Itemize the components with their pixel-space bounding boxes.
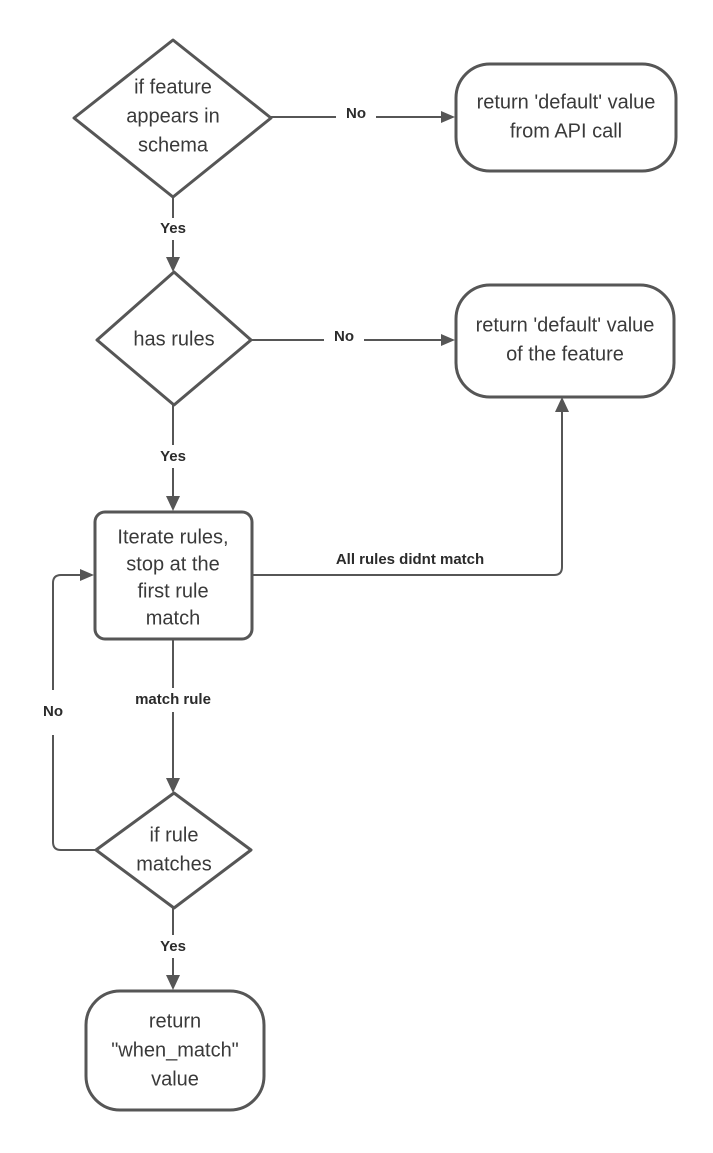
edge-schema-no: No	[271, 105, 455, 123]
terminal-default-from-api-line-1: return 'default' value	[477, 91, 656, 113]
edge-match-rule-arrowhead	[166, 778, 180, 793]
edge-has-rules-yes-arrowhead	[166, 496, 180, 511]
edge-has-rules-yes: Yes	[160, 405, 186, 511]
node-terminal-default-from-api[interactable]: return 'default' value from API call	[454, 62, 678, 173]
process-iterate-rules-shape[interactable]	[93, 510, 254, 641]
edge-label-match-rule: match rule	[135, 691, 211, 708]
node-process-iterate-rules[interactable]: Iterate rules, stop at the first rule ma…	[93, 510, 254, 641]
edge-match-rule: match rule	[135, 639, 211, 793]
process-iterate-rules-line-1: Iterate rules,	[117, 526, 228, 548]
terminal-default-of-feature-shape[interactable]	[454, 283, 676, 399]
decision-feature-in-schema-line-3: schema	[138, 134, 209, 156]
edge-label-all-rules-didnt-match: All rules didnt match	[336, 551, 484, 568]
edge-label-has-rules-no: No	[334, 328, 354, 345]
edge-label-schema-no: No	[346, 105, 366, 122]
decision-if-rule-matches-line-2: matches	[136, 853, 212, 875]
edge-rule-no-loop-upper	[52, 574, 84, 690]
process-iterate-rules-line-2: stop at the	[126, 553, 219, 575]
process-iterate-rules-line-4: match	[146, 607, 200, 629]
decision-has-rules-line-1: has rules	[133, 328, 214, 350]
terminal-default-from-api-shape[interactable]	[454, 62, 678, 173]
edge-label-rule-yes: Yes	[160, 938, 186, 955]
decision-feature-in-schema-line-1: if feature	[134, 76, 212, 98]
terminal-default-of-feature-line-2: of the feature	[506, 343, 624, 365]
edge-rule-no-loop-arrowhead	[80, 569, 94, 581]
terminal-when-match-value-line-3: value	[151, 1068, 199, 1090]
process-iterate-rules-line-3: first rule	[137, 580, 208, 602]
decision-if-rule-matches-line-1: if rule	[150, 824, 199, 846]
decision-feature-in-schema-line-2: appears in	[126, 105, 219, 127]
edge-schema-yes: Yes	[160, 197, 186, 272]
edge-schema-no-arrowhead	[441, 111, 455, 123]
edge-label-schema-yes: Yes	[160, 220, 186, 237]
edge-schema-yes-arrowhead	[166, 257, 180, 272]
edge-has-rules-no-arrowhead	[441, 334, 455, 346]
edge-label-rule-no: No	[43, 703, 63, 720]
edge-label-has-rules-yes: Yes	[160, 448, 186, 465]
edge-rule-yes-arrowhead	[166, 975, 180, 990]
node-terminal-when-match-value[interactable]: return "when_match" value	[84, 989, 266, 1112]
edge-rule-no-loop: No	[43, 569, 96, 851]
decision-if-rule-matches-shape[interactable]	[94, 791, 253, 910]
node-decision-has-rules[interactable]: has rules	[95, 270, 253, 407]
edge-has-rules-no: No	[251, 328, 455, 346]
edge-all-rules-didnt-match-path	[252, 407, 563, 576]
terminal-when-match-value-line-2: "when_match"	[111, 1039, 239, 1061]
decision-has-rules-shape[interactable]	[95, 270, 253, 407]
terminal-when-match-value-shape[interactable]	[84, 989, 266, 1112]
terminal-default-from-api-line-2: from API call	[510, 120, 622, 142]
node-decision-feature-in-schema[interactable]: if feature appears in schema	[72, 38, 273, 199]
edge-rule-yes: Yes	[160, 908, 186, 990]
node-decision-if-rule-matches[interactable]: if rule matches	[94, 791, 253, 910]
terminal-when-match-value-line-1: return	[149, 1010, 201, 1032]
edge-rule-no-loop-lower	[52, 735, 96, 851]
edge-all-rules-didnt-match-arrowhead	[555, 397, 569, 412]
terminal-default-of-feature-line-1: return 'default' value	[476, 314, 655, 336]
edge-all-rules-didnt-match: All rules didnt match	[252, 397, 569, 576]
node-terminal-default-of-feature[interactable]: return 'default' value of the feature	[454, 283, 676, 399]
decision-feature-in-schema-shape[interactable]	[72, 38, 273, 199]
